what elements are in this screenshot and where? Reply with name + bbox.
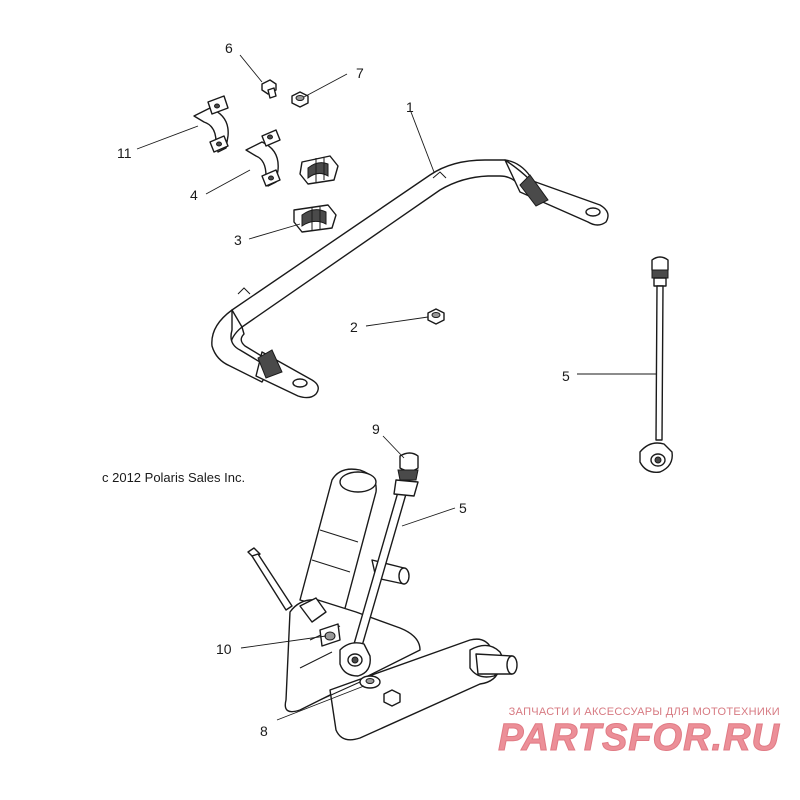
callout-6: 6 — [225, 40, 233, 56]
callout-9: 9 — [372, 421, 380, 437]
bushing-part-3 — [293, 204, 337, 233]
watermark: ЗАПЧАСТИ И АКСЕССУАРЫ ДЛЯ МОТОТЕХНИКИ PA… — [498, 706, 780, 759]
clamp-part-11 — [193, 95, 229, 153]
watermark-brand: PARTSFOR.RU — [498, 717, 780, 759]
bushing-upper — [299, 155, 339, 185]
stabilizer-bar — [211, 159, 609, 399]
callout-11: 11 — [117, 145, 132, 161]
clamp-part-4 — [245, 129, 281, 187]
callout-10: 10 — [216, 641, 232, 657]
callouts: 1 2 3 4 5 5 6 7 8 9 10 11 — [117, 40, 570, 739]
copyright-notice: c 2012 Polaris Sales Inc. — [102, 470, 246, 485]
callout-5-right: 5 — [562, 368, 570, 384]
link-rod-right — [639, 256, 673, 473]
suspension-assembly — [247, 452, 518, 741]
watermark-tagline: ЗАПЧАСТИ И АКСЕССУАРЫ ДЛЯ МОТОТЕХНИКИ — [508, 706, 780, 718]
callout-5-lower: 5 — [459, 500, 467, 516]
callout-2: 2 — [350, 319, 358, 335]
leader-lines — [136, 54, 657, 721]
callout-8: 8 — [260, 723, 268, 739]
nut-part-2 — [427, 308, 445, 325]
bolt-part-6 — [261, 79, 277, 99]
callout-1: 1 — [406, 99, 414, 115]
callout-4: 4 — [190, 187, 198, 203]
nut-part-7 — [291, 91, 309, 108]
callout-7: 7 — [356, 65, 364, 81]
callout-3: 3 — [234, 232, 242, 248]
